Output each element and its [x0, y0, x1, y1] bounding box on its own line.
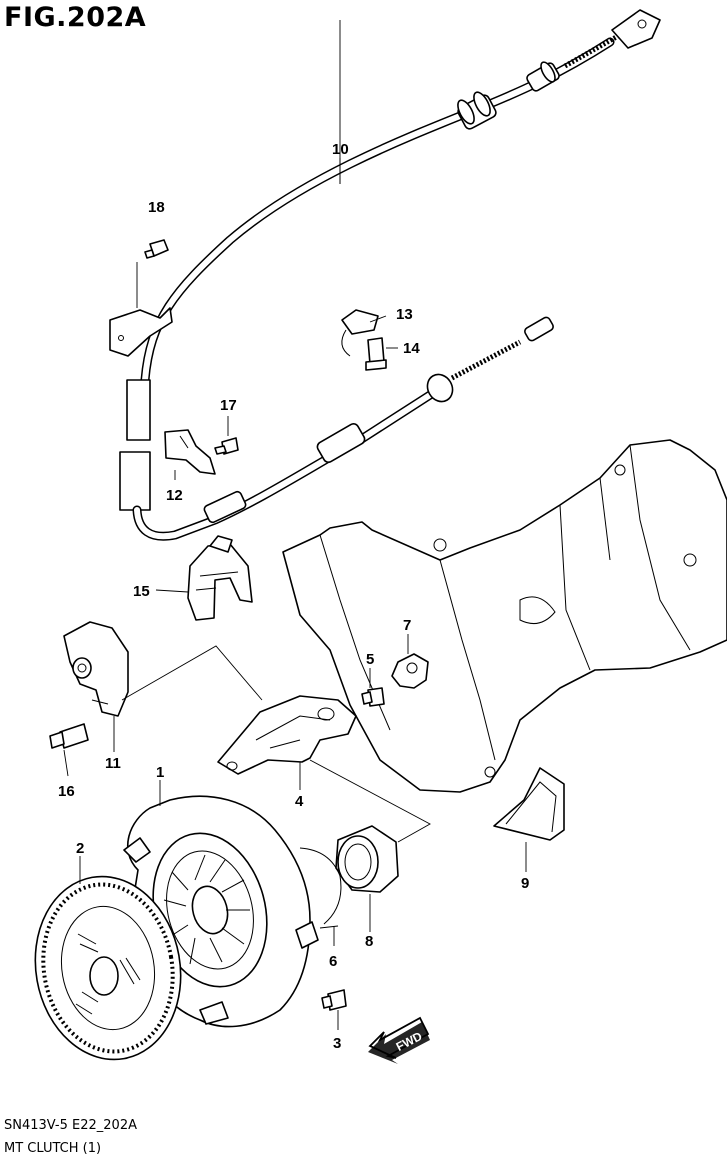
- callout-7: 7: [403, 617, 411, 634]
- callout-5: 5: [366, 651, 374, 668]
- figure-subtitle: MT CLUTCH (1): [4, 1141, 102, 1156]
- callout-6: 6: [329, 953, 337, 970]
- callout-16: 16: [58, 783, 75, 800]
- release-shaft-housing: [49, 621, 129, 749]
- cable-support-bracket: [187, 535, 253, 621]
- callout-17: 17: [220, 397, 237, 414]
- release-fork: [217, 695, 357, 775]
- release-bearing: [299, 825, 399, 929]
- callout-14: 14: [403, 340, 420, 357]
- clutch-cable: [119, 9, 661, 541]
- callout-labels: 1 2 3 4 5 6 7 8 9 10 11 12 13 14 15 16 1…: [58, 141, 529, 1052]
- callout-13: 13: [396, 306, 413, 323]
- figure-code: SN413V-5 E22_202A: [4, 1118, 137, 1133]
- cable-bracket-upper: [109, 239, 173, 357]
- figure-title: FIG.202A: [4, 2, 147, 33]
- housing-cover: [493, 767, 565, 841]
- clutch-disc: [34, 875, 182, 1061]
- callout-2: 2: [76, 840, 84, 857]
- callout-4: 4: [295, 793, 304, 810]
- callout-3: 3: [333, 1035, 341, 1052]
- callout-8: 8: [365, 933, 373, 950]
- callout-15: 15: [133, 583, 150, 600]
- fork-pivot: [361, 653, 429, 707]
- callout-18: 18: [148, 199, 165, 216]
- callout-12: 12: [166, 487, 183, 504]
- transmission-housing: [282, 439, 727, 793]
- cable-bracket-lower: [164, 429, 239, 475]
- cable-clamp: [341, 309, 387, 371]
- callout-10: 10: [332, 141, 349, 158]
- cover-bolt: [321, 989, 347, 1011]
- forward-direction-arrow: FWD: [368, 1016, 430, 1064]
- callout-11: 11: [105, 755, 121, 772]
- callout-9: 9: [521, 875, 529, 892]
- reference-lines: [63, 20, 527, 1030]
- callout-1: 1: [156, 764, 164, 781]
